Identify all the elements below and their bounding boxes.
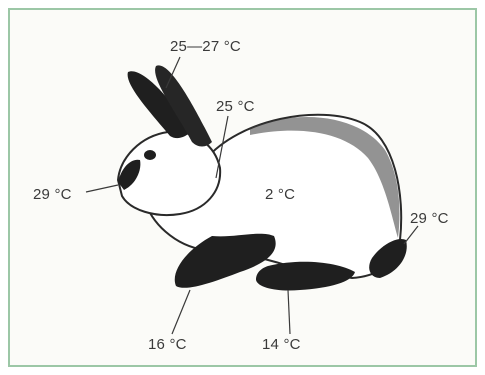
label-nose-temp: 29 °C bbox=[33, 186, 72, 203]
label-hind-paw-temp: 14 °C bbox=[262, 336, 301, 353]
eye bbox=[144, 150, 156, 160]
label-body-temp: 2 °C bbox=[265, 186, 295, 203]
label-ears-temp: 25—27 °C bbox=[170, 38, 241, 55]
leader-nose bbox=[86, 185, 118, 192]
leader-tail bbox=[404, 226, 418, 244]
label-tail-temp: 29 °C bbox=[410, 210, 449, 227]
leader-hind-paw bbox=[288, 290, 290, 334]
leader-front-paw bbox=[172, 290, 190, 334]
label-front-paw-temp: 16 °C bbox=[148, 336, 187, 353]
label-back-temp: 25 °C bbox=[216, 98, 255, 115]
